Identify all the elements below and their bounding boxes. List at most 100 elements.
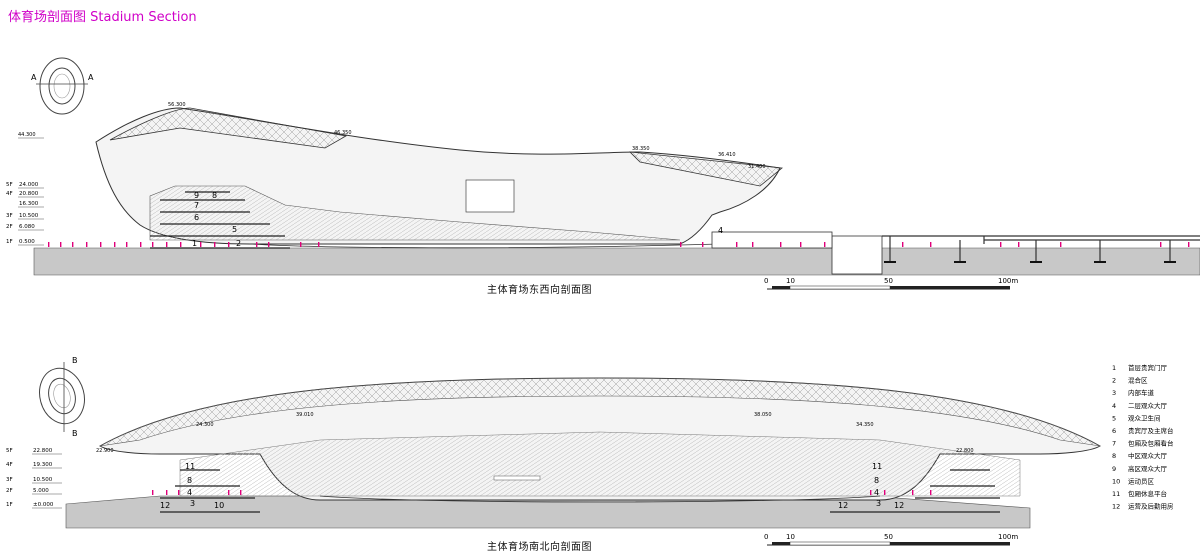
ns-elev-5: 22.900 (96, 448, 114, 454)
ew-level-name: 3F (6, 213, 13, 219)
legend-number: 3 (1112, 389, 1116, 397)
legend-number: 11 (1112, 490, 1120, 498)
ew-level-value: 20.800 (19, 191, 39, 197)
room-1: 1 (192, 239, 197, 248)
ew-level-value: 6.080 (19, 224, 35, 230)
legend-number: 9 (1112, 465, 1116, 473)
ew-elev-4: 36.410 (718, 152, 736, 158)
ew-level-name: 5F (6, 182, 13, 188)
legend-text: 内部车道 (1128, 388, 1155, 397)
ew-figures (48, 242, 1190, 247)
marker-b-top: B (72, 356, 78, 365)
room-9: 9 (194, 191, 199, 200)
ew-level-name: 4F (6, 191, 13, 197)
ns-level-value: 5.000 (33, 488, 49, 494)
room-8: 8 (212, 191, 217, 200)
ew-level-name: 1F (6, 239, 13, 245)
ns-room-8-left: 8 (187, 476, 192, 485)
legend-number: 7 (1112, 440, 1116, 448)
marker-b-bottom: B (72, 429, 78, 438)
legend-number: 12 (1112, 503, 1120, 511)
ew-level-value: 24.000 (19, 182, 39, 188)
legend-text: 首层贵宾门厅 (1128, 363, 1168, 372)
ns-figures (152, 490, 932, 495)
room-4: 4 (718, 226, 723, 235)
ew-ground (33, 247, 1200, 276)
legend-number: 6 (1112, 427, 1116, 435)
legend-number: 8 (1112, 452, 1116, 460)
svg-text:0: 0 (764, 533, 768, 541)
ns-level-name: 3F (6, 477, 13, 483)
ns-room-10-left: 10 (214, 501, 224, 510)
svg-text:0: 0 (764, 277, 768, 285)
ew-elev-3: 38.350 (632, 146, 650, 152)
room-5: 5 (232, 225, 237, 234)
legend-text: 高区观众大厅 (1128, 464, 1168, 473)
ns-level-value: 10.500 (33, 477, 53, 483)
ns-level-name: 5F (6, 448, 13, 454)
room-6: 6 (194, 213, 199, 222)
ns-room-8-right: 8 (874, 476, 879, 485)
legend-number: 10 (1112, 477, 1120, 485)
legend-text: 运营及后勤用房 (1128, 502, 1174, 511)
ew-pit (831, 235, 883, 275)
svg-text:10: 10 (786, 533, 795, 541)
svg-text:50: 50 (884, 533, 893, 541)
scale-bar-ew: 0 10 50 100m (764, 277, 1018, 290)
legend-text: 观众卫生间 (1128, 413, 1161, 422)
ns-room-12-left: 12 (160, 501, 170, 510)
ns-room-12-right-a: 12 (838, 501, 848, 510)
ns-section: B B 5F 22.800 4F 19.300 3F 10.500 2F 5.000 1F ±0.… (6, 356, 1101, 546)
ns-level-value: 19.300 (33, 462, 53, 468)
ew-elev-1: 56.300 (168, 102, 186, 108)
ew-top-level: 44.300 (18, 132, 36, 138)
ns-elev-4: 34.350 (856, 422, 874, 428)
marker-a-left: A (31, 73, 37, 82)
ns-elev-3: 38.050 (754, 412, 772, 418)
legend-number: 5 (1112, 414, 1116, 422)
ns-elev-2: 39.010 (296, 412, 314, 418)
legend-number: 4 (1112, 402, 1116, 410)
ew-level-labels: 5F 24.000 4F 20.800 16.300 3F 10.500 2F 6.080 1F 0… (6, 182, 44, 246)
ns-level-value: ±0.000 (33, 502, 54, 508)
ew-level-value: 10.500 (19, 213, 39, 219)
legend-number: 2 (1112, 377, 1116, 385)
ns-room-11-right: 11 (872, 462, 882, 471)
ns-room-12-right-b: 12 (894, 501, 904, 510)
ns-level-name: 4F (6, 462, 13, 468)
ns-level-name: 1F (6, 502, 13, 508)
legend-text: 混合区 (1128, 376, 1148, 385)
legend-text: 二层观众大厅 (1128, 401, 1168, 410)
ew-level-name: 2F (6, 224, 13, 230)
legend-text: 贵宾厅及主席台 (1128, 426, 1174, 435)
ns-level-name: 2F (6, 488, 13, 494)
room-7: 7 (194, 201, 199, 210)
legend-text: 包厢及包厢看台 (1128, 439, 1174, 448)
svg-text:10: 10 (786, 277, 795, 285)
legend-number: 1 (1112, 364, 1116, 372)
ns-room-11-left: 11 (185, 462, 195, 471)
ns-room-3-right: 3 (876, 499, 881, 508)
svg-text:100m: 100m (998, 533, 1018, 541)
ns-level-labels: 5F 22.800 4F 19.300 3F 10.500 2F 5.000 1F ±0.000 (6, 448, 62, 509)
page-title: 体育场剖面图 Stadium Section (8, 10, 197, 25)
ew-level-value: 16.300 (19, 201, 39, 207)
svg-text:100m: 100m (998, 277, 1018, 285)
ew-bridge (882, 235, 1200, 262)
room-2: 2 (236, 239, 241, 248)
ew-elev-2: 46.350 (334, 130, 352, 136)
marker-a-right: A (88, 73, 94, 82)
plan-key-b: B B (39, 356, 85, 438)
ew-elev-5: 31.400 (748, 164, 766, 170)
ns-level-value: 22.800 (33, 448, 53, 454)
ns-elev-6: 22.800 (956, 448, 974, 454)
svg-text:50: 50 (884, 277, 893, 285)
legend: 1 首层贵宾门厅 2 混合区 3 内部车道 4 二层观众大厅 5 观众卫生间 6 贵宾厅及主席台 7 包厢… (1112, 363, 1174, 511)
ns-room-4-left: 4 (187, 488, 192, 497)
section-caption-ns: 主体育场南北向剖面图 (487, 542, 592, 553)
legend-text: 运动员区 (1128, 477, 1155, 485)
ew-level-value: 0.500 (19, 239, 35, 245)
plan-key-a: A A (31, 57, 94, 115)
